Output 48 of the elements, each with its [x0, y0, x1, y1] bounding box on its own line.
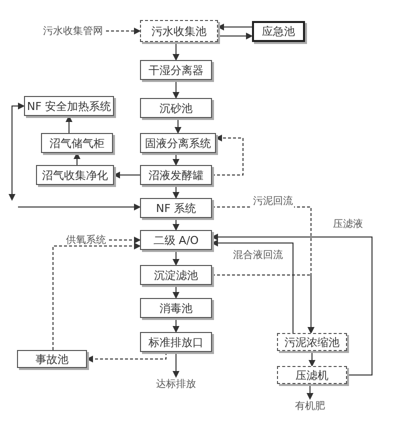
flow-text: 达标排放 [150, 377, 202, 391]
arrow [212, 134, 244, 176]
flow-text: 供氧系统 [63, 233, 109, 247]
arrow [108, 236, 141, 244]
arrow [218, 32, 253, 40]
flow-text: 有机肥 [288, 399, 332, 413]
dashed-process-box: 污水收集池 [140, 20, 218, 42]
arrow [172, 184, 180, 199]
arrow [172, 352, 180, 378]
flow-text: 污水收集管网 [40, 24, 106, 38]
process-box: 固液分离系统 [140, 133, 216, 153]
arrow [113, 172, 140, 178]
arrow [106, 28, 141, 34]
arrow [211, 234, 372, 376]
arrow [306, 384, 314, 400]
dashed-process-box: 污泥浓缩池 [277, 333, 347, 351]
process-box: 二级 A/O [140, 230, 212, 250]
edge-label: 污泥回流 [252, 196, 294, 208]
process-box: 事故池 [17, 350, 87, 368]
process-box: NF 安全加热系统 [24, 96, 114, 116]
arrow [172, 42, 180, 61]
process-box: 标准排放口 [140, 332, 212, 352]
arrow [52, 242, 141, 350]
arrow [18, 204, 141, 210]
process-box: 干湿分离器 [140, 60, 212, 80]
arrow [211, 240, 294, 334]
arrow [212, 274, 314, 334]
process-box: 消毒池 [140, 298, 212, 318]
arrow [66, 115, 72, 134]
emergency-box: 应急池 [252, 21, 305, 42]
arrow [86, 352, 166, 362]
process-box: 沉淀滤池 [140, 265, 212, 285]
arrow [217, 24, 252, 30]
process-box: 沼液发酵罐 [140, 165, 212, 185]
arrow [172, 318, 180, 333]
arrow [308, 350, 316, 367]
edge-label: 混合液回流 [232, 250, 284, 262]
process-box: 沉砂池 [140, 98, 212, 118]
arrow [172, 284, 180, 299]
process-box: 沼气储气柜 [41, 133, 113, 153]
process-box: NF 系统 [140, 198, 212, 218]
edge-label: 压滤液 [332, 219, 364, 231]
process-box: 沼气收集净化 [36, 165, 114, 185]
arrow [8, 102, 25, 201]
arrow [174, 118, 182, 134]
arrow [172, 250, 180, 266]
arrow [172, 80, 180, 99]
dashed-process-box: 压滤机 [277, 366, 347, 384]
